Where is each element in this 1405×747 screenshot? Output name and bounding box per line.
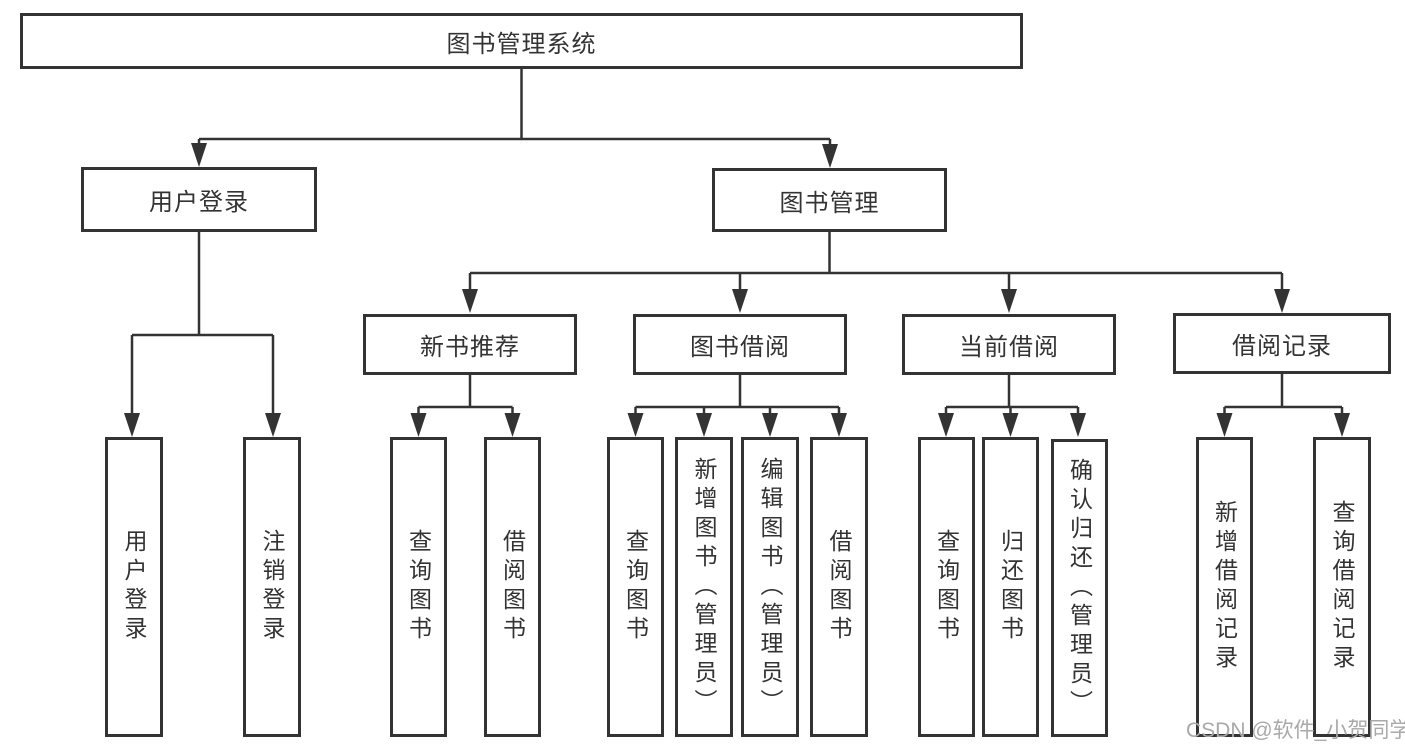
node-leaf-user-login: 用户登录 (105, 437, 163, 737)
node-leaf-cb-confirm: 确认归还（管理员） (1051, 439, 1108, 737)
node-borrow-record: 借阅记录 (1173, 313, 1391, 374)
node-current-borrow: 当前借阅 (902, 314, 1116, 375)
node-book-borrow: 图书借阅 (633, 314, 847, 375)
edge-current-borrow-children (938, 375, 1086, 437)
edge-root-to-level2 (191, 69, 838, 168)
node-leaf-bb-borrow: 借阅图书 (810, 437, 868, 737)
node-leaf-nb-borrow-label: 借阅图书 (499, 529, 526, 645)
node-leaf-cb-query: 查询图书 (918, 437, 975, 737)
node-leaf-br-add: 新增借阅记录 (1196, 437, 1253, 737)
edge-book-borrow-children (627, 375, 847, 437)
node-leaf-bb-query: 查询图书 (607, 437, 664, 737)
node-book-mgmt: 图书管理 (712, 168, 947, 232)
node-leaf-nb-borrow: 借阅图书 (484, 437, 541, 737)
node-leaf-cb-return: 归还图书 (982, 437, 1039, 737)
node-leaf-cb-query-label: 查询图书 (933, 529, 960, 645)
edge-new-book-children (410, 375, 521, 437)
node-leaf-cb-return-label: 归还图书 (997, 529, 1024, 645)
node-current-borrow-label: 当前借阅 (959, 334, 1059, 361)
node-book-mgmt-label: 图书管理 (779, 189, 880, 217)
node-leaf-br-query: 查询借阅记录 (1313, 437, 1371, 737)
node-new-book: 新书推荐 (363, 314, 577, 375)
node-leaf-bb-edit: 编辑图书（管理员） (741, 437, 799, 737)
node-root: 图书管理系统 (20, 13, 1023, 69)
node-borrow-record-label: 借阅记录 (1232, 333, 1332, 360)
node-user-login-label: 用户登录 (149, 189, 249, 216)
node-leaf-bb-query-label: 查询图书 (622, 529, 649, 645)
csdn-watermark: CSDN @软件_小贺同学 (1186, 719, 1405, 742)
node-leaf-br-query-label: 查询借阅记录 (1329, 500, 1355, 674)
node-leaf-bb-edit-label: 编辑图书（管理员） (757, 456, 783, 718)
node-user-login: 用户登录 (81, 167, 317, 232)
node-new-book-label: 新书推荐 (420, 334, 520, 361)
node-leaf-bb-add-label: 新增图书（管理员） (691, 456, 717, 718)
node-leaf-user-login-label: 用户登录 (121, 529, 147, 645)
node-leaf-logout: 注销登录 (243, 437, 301, 737)
node-leaf-logout-label: 注销登录 (259, 529, 285, 645)
node-leaf-nb-query: 查询图书 (390, 437, 447, 737)
node-leaf-cb-confirm-label: 确认归还（管理员） (1066, 457, 1093, 719)
edge-user-login-children (124, 232, 281, 437)
edge-book-mgmt-children (462, 232, 1290, 313)
node-leaf-nb-query-label: 查询图书 (405, 529, 432, 645)
node-leaf-bb-add: 新增图书（管理员） (675, 437, 733, 737)
node-leaf-bb-borrow-label: 借阅图书 (826, 529, 852, 645)
node-leaf-br-add-label: 新增借阅记录 (1211, 500, 1238, 674)
node-book-borrow-label: 图书借阅 (690, 334, 790, 361)
edge-borrow-record-children (1216, 374, 1350, 437)
node-root-label: 图书管理系统 (446, 30, 597, 58)
